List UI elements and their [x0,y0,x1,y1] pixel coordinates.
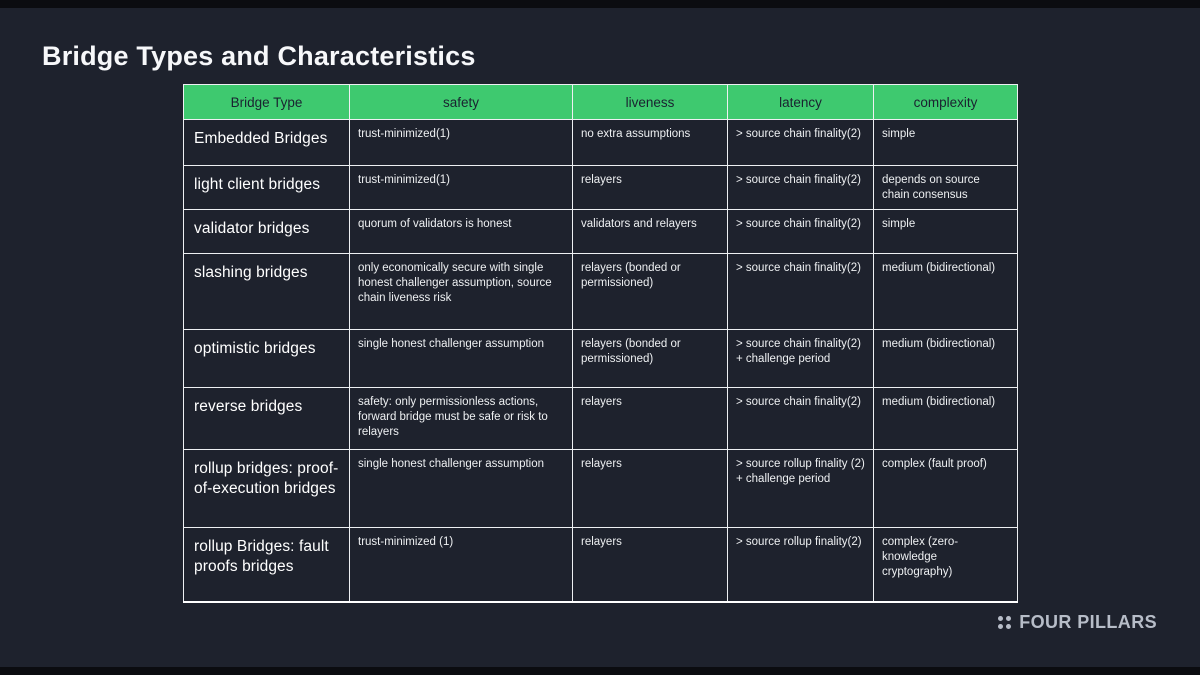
table-row: rollup bridges: proof-of-execution bridg… [183,449,1018,528]
table-cell: relayers [572,449,728,528]
bridge-type-cell: optimistic bridges [183,329,350,388]
table-cell: complex (fault proof) [873,449,1018,528]
table-cell: trust-minimized (1) [349,527,573,602]
bridge-type-cell: rollup Bridges: fault proofs bridges [183,527,350,602]
table-cell: > source chain finality(2) [727,209,874,254]
table-cell: complex (zero-knowledge cryptography) [873,527,1018,602]
four-dots-icon [998,616,1012,629]
letterbox-bottom [0,667,1200,675]
table-header-row: Bridge Type safety liveness latency comp… [183,84,1018,120]
bridge-type-cell: Embedded Bridges [183,119,350,166]
table-cell: quorum of validators is honest [349,209,573,254]
table-cell: simple [873,209,1018,254]
table-cell: trust-minimized(1) [349,165,573,210]
table-cell: > source chain finality(2) [727,165,874,210]
table-cell: > source chain finality(2) [727,387,874,450]
table-cell: trust-minimized(1) [349,119,573,166]
table-cell: single honest challenger assumption [349,449,573,528]
bridge-type-cell: light client bridges [183,165,350,210]
table-cell: no extra assumptions [572,119,728,166]
table-cell: depends on source chain consensus [873,165,1018,210]
table-cell: > source chain finality(2) + challenge p… [727,329,874,388]
table-cell: relayers [572,165,728,210]
bridge-type-cell: validator bridges [183,209,350,254]
bridge-type-cell: slashing bridges [183,253,350,330]
table-cell: only economically secure with single hon… [349,253,573,330]
column-header-complexity: complexity [873,84,1018,120]
bridge-type-cell: rollup bridges: proof-of-execution bridg… [183,449,350,528]
table-cell: relayers (bonded or permissioned) [572,253,728,330]
column-header-safety: safety [349,84,573,120]
table-cell: safety: only permissionless actions, for… [349,387,573,450]
table-cell: > source chain finality(2) [727,253,874,330]
table-cell: > source rollup finality(2) [727,527,874,602]
table-cell: relayers (bonded or permissioned) [572,329,728,388]
table-cell: simple [873,119,1018,166]
column-header-liveness: liveness [572,84,728,120]
letterbox-top [0,0,1200,8]
bridge-types-table: Bridge Type safety liveness latency comp… [183,84,1018,603]
brand-logo: FOUR PILLARS [998,612,1157,633]
bridge-type-cell: reverse bridges [183,387,350,450]
table-cell: relayers [572,387,728,450]
table-cell: validators and relayers [572,209,728,254]
table-cell: single honest challenger assumption [349,329,573,388]
column-header-latency: latency [727,84,874,120]
table-cell: medium (bidirectional) [873,387,1018,450]
table-cell: > source rollup finality (2) + challenge… [727,449,874,528]
table-cell: medium (bidirectional) [873,329,1018,388]
table-cell: relayers [572,527,728,602]
brand-name: FOUR PILLARS [1019,612,1157,632]
column-header-bridge-type: Bridge Type [183,84,350,120]
page-title: Bridge Types and Characteristics [42,41,476,71]
table-cell: medium (bidirectional) [873,253,1018,330]
table-cell: > source chain finality(2) [727,119,874,166]
